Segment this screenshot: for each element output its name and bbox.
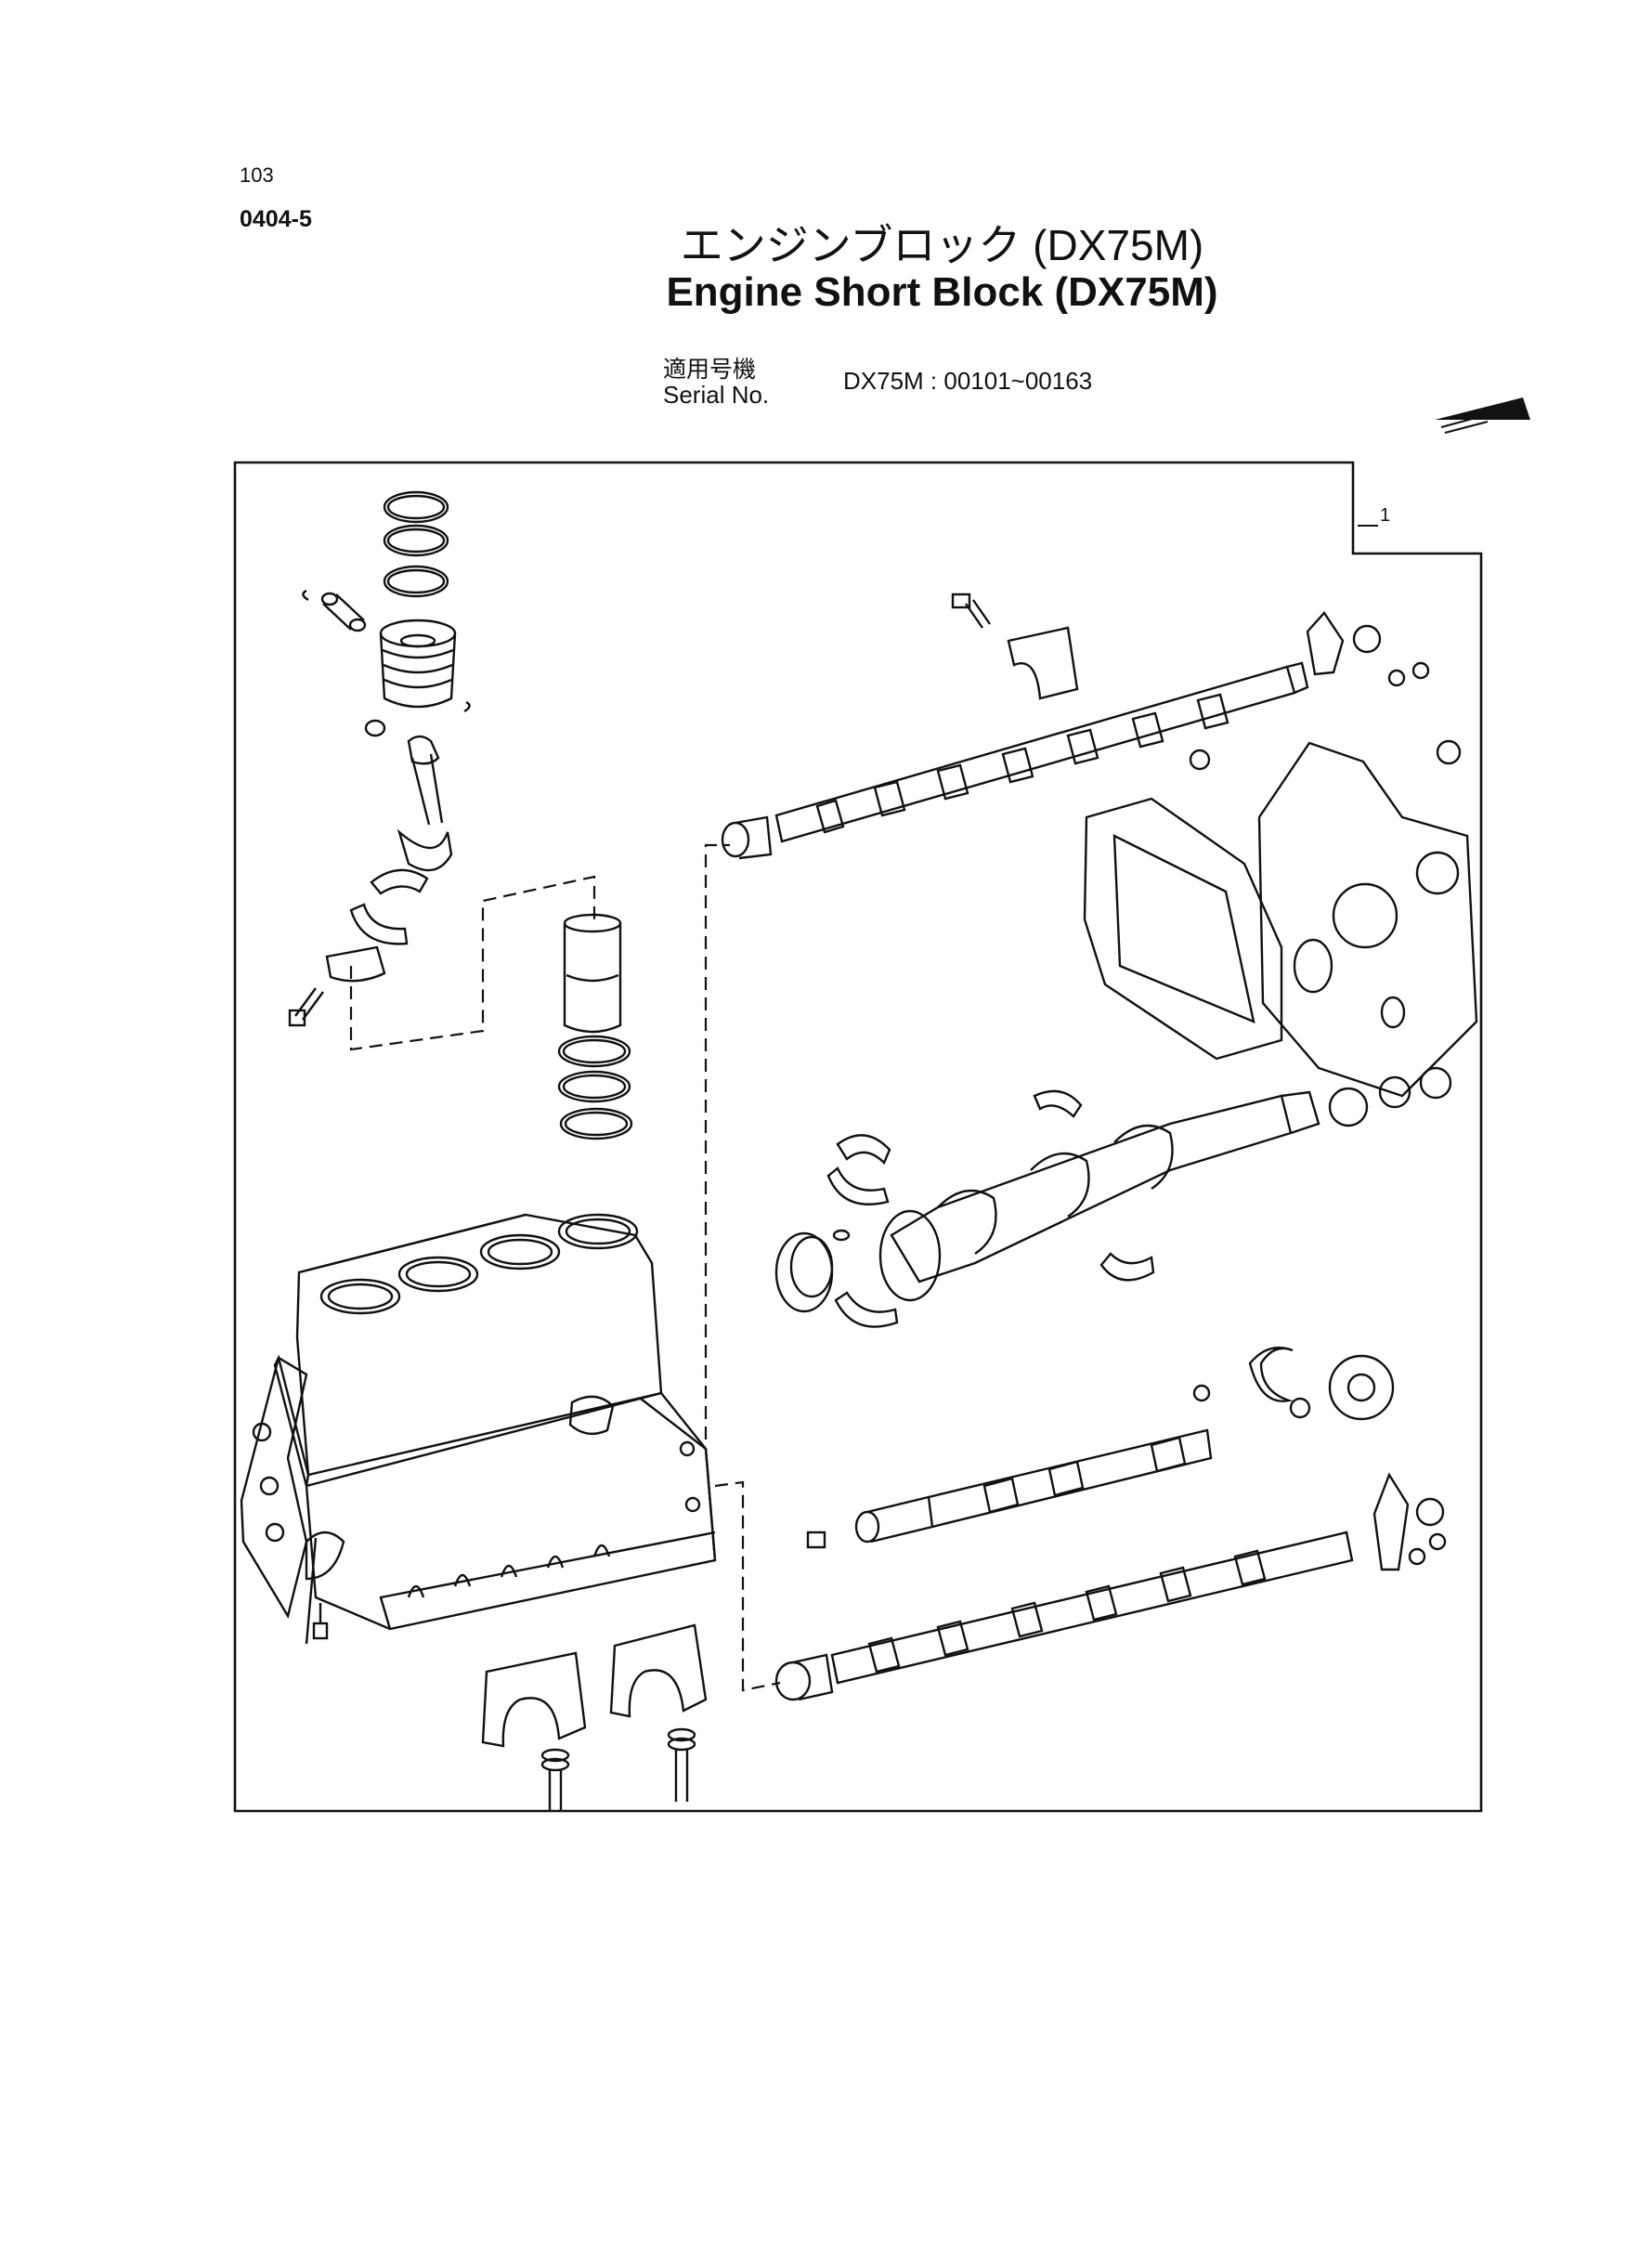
piston-rings [383, 490, 449, 598]
leader-lines-center [704, 843, 781, 1692]
leader-lines-upper [349, 875, 596, 1051]
liner-o-rings [557, 1035, 633, 1140]
main-bearing-shells [826, 1089, 1155, 1328]
title-japanese: エンジンブロック (DX75M) [680, 221, 1204, 269]
idler-gear [1192, 1346, 1395, 1421]
thrust-plate-lower [1372, 1472, 1447, 1571]
page-number: 103 [240, 163, 274, 187]
piston [379, 619, 457, 709]
serial-range: DX75M : 00101~00163 [843, 367, 1093, 395]
serial-label-english: Serial No. [663, 381, 770, 409]
rod-bearing-shells [325, 868, 429, 983]
cylinder-liner [563, 913, 622, 1034]
diagram-frame [233, 461, 1483, 1813]
title-english: Engine Short Block (DX75M) [666, 269, 1218, 315]
upper-camshaft [721, 661, 1309, 860]
rear-oil-seal [774, 1229, 851, 1313]
camshaft-bushing [951, 593, 1079, 700]
crankshaft [878, 1066, 1452, 1302]
serial-label-japanese: 適用号機 [663, 357, 757, 383]
direction-arrow-icon [1435, 397, 1530, 434]
front-gasket [1083, 797, 1283, 1061]
piston-pin [302, 589, 471, 713]
front-plate [1189, 739, 1478, 1098]
balance-shaft [806, 1428, 1213, 1549]
main-bearing-caps [481, 1623, 708, 1811]
figure-code: 0404-5 [240, 206, 312, 232]
engine-block [240, 1213, 717, 1645]
thrust-plate-upper [1306, 611, 1430, 687]
lower-camshaft [774, 1531, 1354, 1701]
connecting-rod [364, 719, 453, 872]
reference-number-1: 1 [1380, 505, 1391, 526]
rod-bolt [288, 987, 324, 1027]
